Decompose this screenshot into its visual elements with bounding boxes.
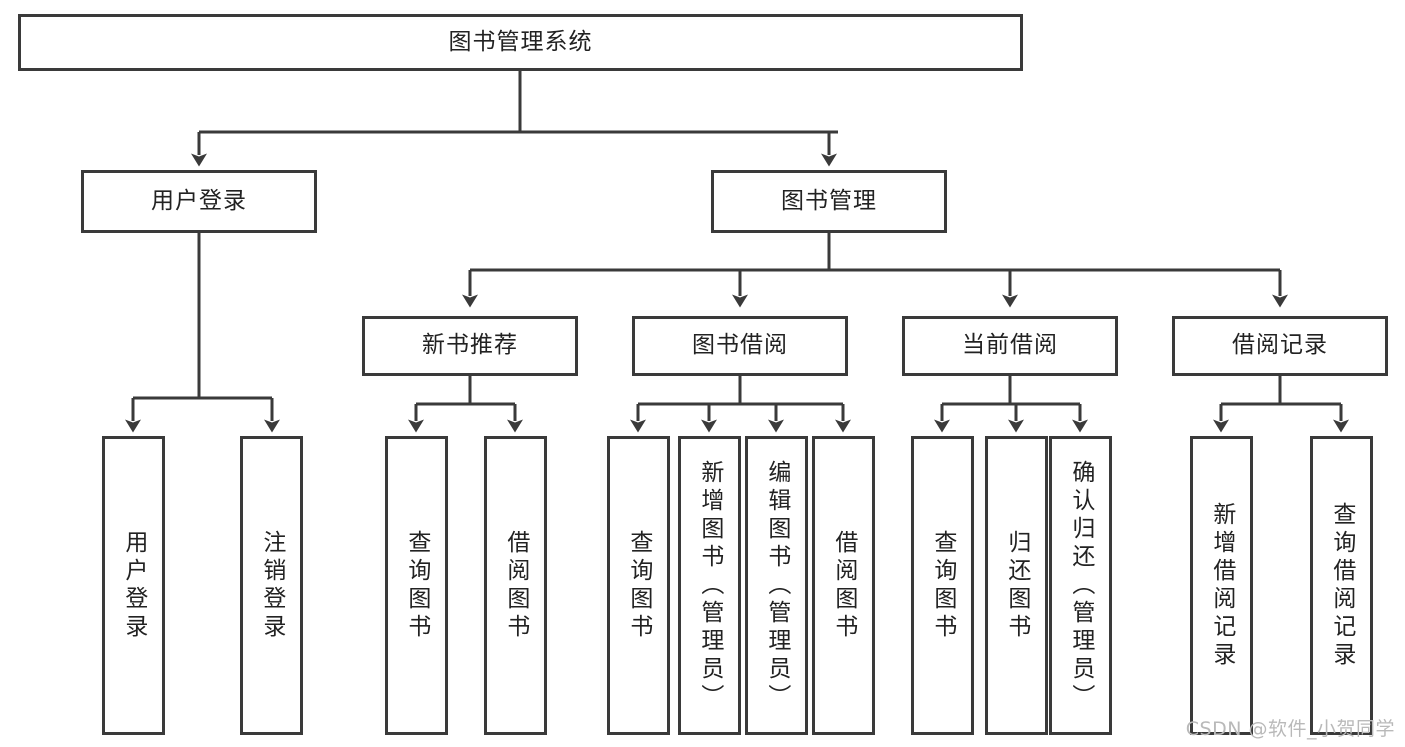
node-label: 当前借阅 (962, 332, 1058, 359)
node-leaf-edit-book-admin[interactable]: 编辑图书（管理员） (745, 436, 808, 735)
node-leaf-query-borrow-record[interactable]: 查询借阅记录 (1310, 436, 1373, 735)
node-leaf-borrow-book-recommend[interactable]: 借阅图书 (484, 436, 547, 735)
node-leaf-query-book-current[interactable]: 查询图书 (911, 436, 974, 735)
node-leaf-add-borrow-record[interactable]: 新增借阅记录 (1190, 436, 1253, 735)
node-level3-current-borrow[interactable]: 当前借阅 (902, 316, 1118, 376)
node-leaf-logout[interactable]: 注销登录 (240, 436, 303, 735)
node-level2-user-login[interactable]: 用户登录 (81, 170, 317, 233)
node-label: 图书借阅 (692, 332, 788, 359)
node-leaf-add-book-admin[interactable]: 新增图书（管理员） (678, 436, 741, 735)
node-leaf-borrow-book[interactable]: 借阅图书 (812, 436, 875, 735)
watermark: CSDN @软件_小贺同学 (1185, 718, 1395, 740)
node-leaf-user-login[interactable]: 用户登录 (102, 436, 165, 735)
node-label: 注销登录 (258, 529, 285, 642)
node-label: 查询借阅记录 (1328, 501, 1355, 670)
node-label: 用户登录 (120, 529, 147, 642)
node-label: 新书推荐 (422, 332, 518, 359)
node-leaf-query-book-recommend[interactable]: 查询图书 (385, 436, 448, 735)
node-label: 图书管理系统 (448, 28, 593, 55)
node-label: 图书管理 (781, 187, 877, 214)
node-label: 借阅图书 (830, 529, 857, 642)
node-leaf-query-book-borrow[interactable]: 查询图书 (607, 436, 670, 735)
node-label: 归还图书 (1003, 529, 1030, 642)
node-leaf-return-book[interactable]: 归还图书 (985, 436, 1048, 735)
node-label: 借阅记录 (1232, 332, 1328, 359)
node-label: 查询图书 (929, 529, 956, 642)
node-label: 新增借阅记录 (1208, 501, 1235, 670)
node-label: 编辑图书（管理员） (763, 459, 790, 712)
node-label: 借阅图书 (502, 529, 529, 642)
node-leaf-confirm-return-admin[interactable]: 确认归还（管理员） (1049, 436, 1112, 735)
node-level3-book-borrow[interactable]: 图书借阅 (632, 316, 848, 376)
node-label: 查询图书 (625, 529, 652, 642)
node-label: 新增图书（管理员） (696, 459, 723, 712)
node-level2-book-management[interactable]: 图书管理 (711, 170, 947, 233)
node-label: 确认归还（管理员） (1067, 459, 1094, 712)
node-level3-borrow-record[interactable]: 借阅记录 (1172, 316, 1388, 376)
node-root[interactable]: 图书管理系统 (18, 14, 1023, 71)
node-label: 用户登录 (151, 187, 247, 214)
node-label: 查询图书 (403, 529, 430, 642)
node-level3-new-book-recommend[interactable]: 新书推荐 (362, 316, 578, 376)
